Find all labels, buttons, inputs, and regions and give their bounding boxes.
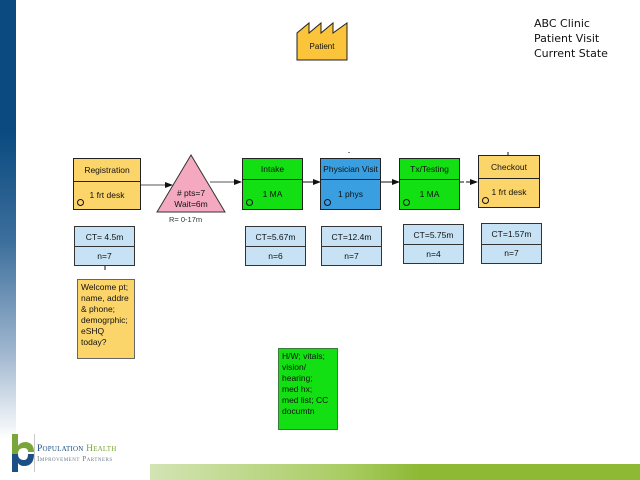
process-staff: 1 MA xyxy=(419,188,440,199)
note-line: name, addre xyxy=(81,293,129,303)
diagram-title: ABC Clinic Patient Visit Current State xyxy=(534,16,608,61)
inventory-range: R= 0-17m xyxy=(169,215,203,224)
note-line: today? xyxy=(81,337,107,347)
operator-icon xyxy=(403,199,410,206)
process-title: Registration xyxy=(74,159,140,182)
sample-size: n=7 xyxy=(344,250,359,261)
bottom-accent-bar xyxy=(150,464,640,480)
data-box-checkout: CT=1.57m n=7 xyxy=(481,223,542,264)
note-line: demogrphic; xyxy=(81,315,128,325)
brand-name-part2: Health xyxy=(86,444,117,454)
operator-icon xyxy=(246,199,253,206)
sample-size: n=7 xyxy=(504,248,519,259)
note-line: hearing; xyxy=(282,373,313,383)
note-line: H/W; vitals; xyxy=(282,351,325,361)
operator-icon xyxy=(324,199,331,206)
logo-divider xyxy=(34,434,35,472)
process-staff: 1 MA xyxy=(262,188,283,199)
brand-logo-icon xyxy=(12,434,34,472)
operator-icon xyxy=(77,199,84,206)
process-registration[interactable]: Registration 1 frt desk xyxy=(73,158,141,210)
brand-name: Population Health xyxy=(37,444,117,454)
note-line: Welcome pt; xyxy=(81,282,129,292)
title-line-2: Patient Visit xyxy=(534,32,600,45)
note-line: med list; CC xyxy=(282,395,329,405)
operator-icon xyxy=(482,197,489,204)
process-checkout[interactable]: Checkout 1 frt desk xyxy=(478,155,540,208)
data-box-testing: CT=5.75m n=4 xyxy=(403,224,464,264)
cycle-time: CT=5.67m xyxy=(246,227,305,247)
process-staff: 1 frt desk xyxy=(89,189,125,200)
note-line: vision/ xyxy=(282,362,307,372)
brand-tagline: Improvement Partners xyxy=(37,455,113,463)
data-box-intake: CT=5.67m n=6 xyxy=(245,226,306,266)
data-box-physician: CT=12.4m n=7 xyxy=(321,226,382,266)
sample-size: n=4 xyxy=(426,248,441,259)
note-line: med hx; xyxy=(282,384,313,394)
cycle-time: CT= 4.5m xyxy=(75,227,134,247)
process-title: Tx/Testing xyxy=(400,159,459,180)
note-line: & phone; xyxy=(81,304,116,314)
inventory-label: # pts=7 Wait=6m xyxy=(166,188,216,210)
note-intake: H/W; vitals; vision/ hearing; med hx; me… xyxy=(278,348,338,430)
data-box-registration: CT= 4.5m n=7 xyxy=(74,226,135,266)
inventory-patients: # pts=7 xyxy=(176,188,206,198)
note-line: eSHQ xyxy=(81,326,105,336)
process-staff: 1 phys xyxy=(337,188,364,199)
process-title: Physician Visit xyxy=(321,159,380,180)
factory-icon xyxy=(296,21,348,61)
process-intake[interactable]: Intake 1 MA xyxy=(242,158,303,210)
process-tx-testing[interactable]: Tx/Testing 1 MA xyxy=(399,158,460,210)
sample-size: n=6 xyxy=(268,250,283,261)
customer-label: Patient xyxy=(309,42,335,51)
cycle-time: CT=1.57m xyxy=(482,224,541,245)
cycle-time: CT=5.75m xyxy=(404,225,463,245)
brand-name-part1: Population xyxy=(37,444,87,454)
left-accent-bar xyxy=(0,0,16,440)
process-title: Checkout xyxy=(479,156,539,179)
title-line-1: ABC Clinic xyxy=(534,17,590,30)
process-staff: 1 frt desk xyxy=(491,187,527,197)
process-physician-visit[interactable]: Physician Visit 1 phys xyxy=(320,158,381,210)
note-line: documtn xyxy=(282,406,315,416)
note-registration: Welcome pt; name, addre & phone; demogrp… xyxy=(77,279,135,359)
sample-size: n=7 xyxy=(97,250,112,261)
cycle-time: CT=12.4m xyxy=(322,227,381,247)
title-line-3: Current State xyxy=(534,47,608,60)
process-title: Intake xyxy=(243,159,302,180)
inventory-wait: Wait=6m xyxy=(174,199,208,209)
